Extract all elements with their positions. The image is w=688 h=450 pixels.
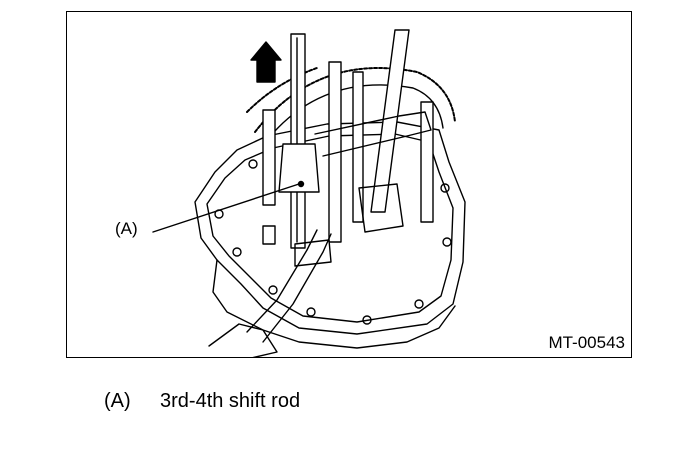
pull-direction-arrow xyxy=(250,41,282,83)
figure-code: MT-00543 xyxy=(548,333,625,352)
callout-label: (A) xyxy=(115,219,138,238)
transmission-illustration xyxy=(152,29,466,357)
legend: (A) 3rd-4th shift rod xyxy=(104,390,300,413)
shift-rod-3rd-4th xyxy=(290,33,306,249)
shift-fork xyxy=(278,143,320,193)
legend-text: 3rd-4th shift rod xyxy=(160,390,301,412)
figure-frame: (A) MT-00543 xyxy=(66,11,632,358)
callout-leader xyxy=(152,183,300,233)
snap-ring-pliers xyxy=(246,229,332,343)
legend-key: (A) xyxy=(104,390,131,412)
flange-bolt-holes xyxy=(214,143,452,325)
